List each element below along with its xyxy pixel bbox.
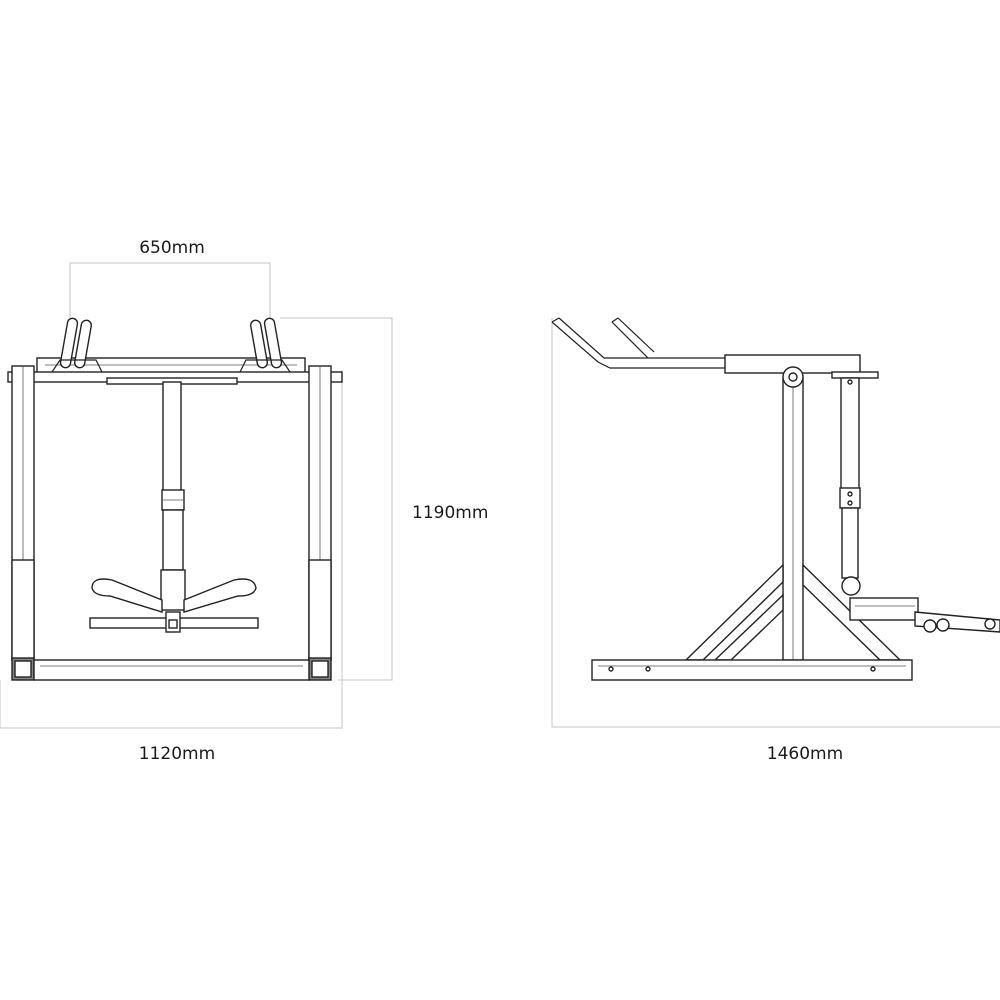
label-1460mm: 1460mm: [767, 744, 843, 764]
side-handles: [551, 317, 726, 369]
front-right-post: [308, 365, 332, 681]
side-view: [551, 317, 1000, 728]
dim-line-1190: [280, 317, 393, 681]
front-foot-plate: [89, 578, 259, 633]
front-right-handles: [239, 317, 291, 373]
front-base-bar: [33, 659, 310, 681]
front-view: [0, 262, 393, 729]
side-foot-platform: [849, 597, 1000, 633]
dim-line-1460: [551, 318, 1000, 728]
front-left-post: [11, 365, 35, 681]
front-dimension-lines: [0, 262, 393, 729]
label-1190mm: 1190mm: [412, 503, 488, 523]
side-main-upright: [782, 366, 804, 661]
side-back-column: [839, 377, 861, 596]
dim-line-1120: [0, 370, 343, 729]
label-1120mm: 1120mm: [139, 744, 215, 764]
label-650mm: 650mm: [139, 238, 205, 258]
dim-line-650: [69, 262, 271, 318]
front-left-handles: [51, 317, 103, 373]
front-center-column: [106, 377, 238, 611]
side-base: [591, 659, 913, 681]
